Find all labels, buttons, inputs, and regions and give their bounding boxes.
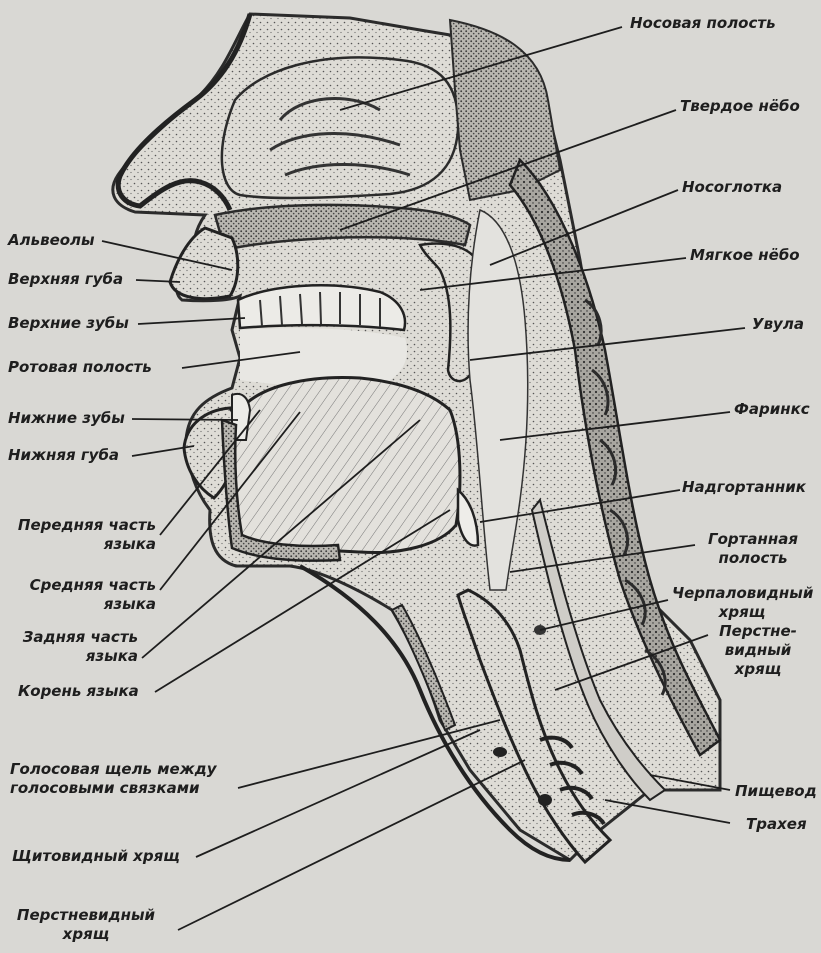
label-tongue-back-line-1: Задняя часть <box>8 628 138 647</box>
cricoid-spot-2 <box>538 794 552 806</box>
label-arytenoid-line-2: хрящ <box>672 603 812 622</box>
label-cricoid-right: Перстне- видный хрящ <box>712 622 804 679</box>
label-cricoid-left-line-1: Перстневидный <box>6 906 166 925</box>
label-tongue-front: Передняя часть языка <box>8 516 156 554</box>
leader-cricoid-left <box>178 760 525 930</box>
skull-base <box>450 20 560 200</box>
label-tongue-root: Корень языка <box>18 682 139 701</box>
label-tongue-back-line-2: языка <box>8 647 138 666</box>
leader-lower-teeth <box>132 419 238 420</box>
label-tongue-front-line-1: Передняя часть <box>8 516 156 535</box>
label-upper-lip: Верхняя губа <box>8 270 123 289</box>
label-cricoid-left: Перстневидный хрящ <box>6 906 166 944</box>
label-laryngeal-cavity: Гортанная полость <box>698 530 808 568</box>
label-tongue-back: Задняя часть языка <box>8 628 138 666</box>
label-thyroid: Щитовидный хрящ <box>12 847 180 866</box>
label-cricoid-left-line-2: хрящ <box>6 925 166 944</box>
label-tongue-middle: Средняя часть языка <box>8 576 156 614</box>
label-nasal-cavity: Носовая полость <box>630 14 776 33</box>
label-trachea: Трахея <box>746 815 807 834</box>
label-laryngeal-cavity-line-2: полость <box>698 549 808 568</box>
label-upper-teeth: Верхние зубы <box>8 314 129 333</box>
label-soft-palate: Мягкое нёбо <box>690 246 800 265</box>
cricoid-spot <box>493 747 507 757</box>
label-glottis: Голосовая щель между голосовыми связками <box>10 760 217 798</box>
label-cricoid-right-line-3: хрящ <box>712 660 804 679</box>
label-uvula: Увула <box>752 315 804 334</box>
label-hard-palate: Твердое нёбо <box>680 97 800 116</box>
label-alveoli: Альвеолы <box>8 231 95 250</box>
label-nasopharynx: Носоглотка <box>682 178 782 197</box>
label-glottis-line-1: Голосовая щель между <box>10 760 217 779</box>
label-lower-lip: Нижняя губа <box>8 446 119 465</box>
label-pharynx: Фаринкс <box>734 400 810 419</box>
head-section <box>113 14 720 862</box>
label-esophagus: Пищевод <box>735 782 817 801</box>
label-tongue-middle-line-1: Средняя часть <box>8 576 156 595</box>
label-oral-cavity: Ротовая полость <box>8 358 152 377</box>
label-glottis-line-2: голосовыми связками <box>10 779 217 798</box>
label-lower-teeth: Нижние зубы <box>8 409 125 428</box>
label-laryngeal-cavity-line-1: Гортанная <box>698 530 808 549</box>
leader-upper-teeth <box>138 318 245 324</box>
label-cricoid-right-line-2: видный <box>712 641 804 660</box>
leader-thyroid <box>196 730 480 857</box>
label-cricoid-right-line-1: Перстне- <box>712 622 804 641</box>
label-tongue-middle-line-2: языка <box>8 595 156 614</box>
label-arytenoid-line-1: Черпаловидный <box>672 584 812 603</box>
label-epiglottis: Надгортанник <box>682 478 806 497</box>
label-arytenoid: Черпаловидный хрящ <box>672 584 812 622</box>
label-tongue-front-line-2: языка <box>8 535 156 554</box>
